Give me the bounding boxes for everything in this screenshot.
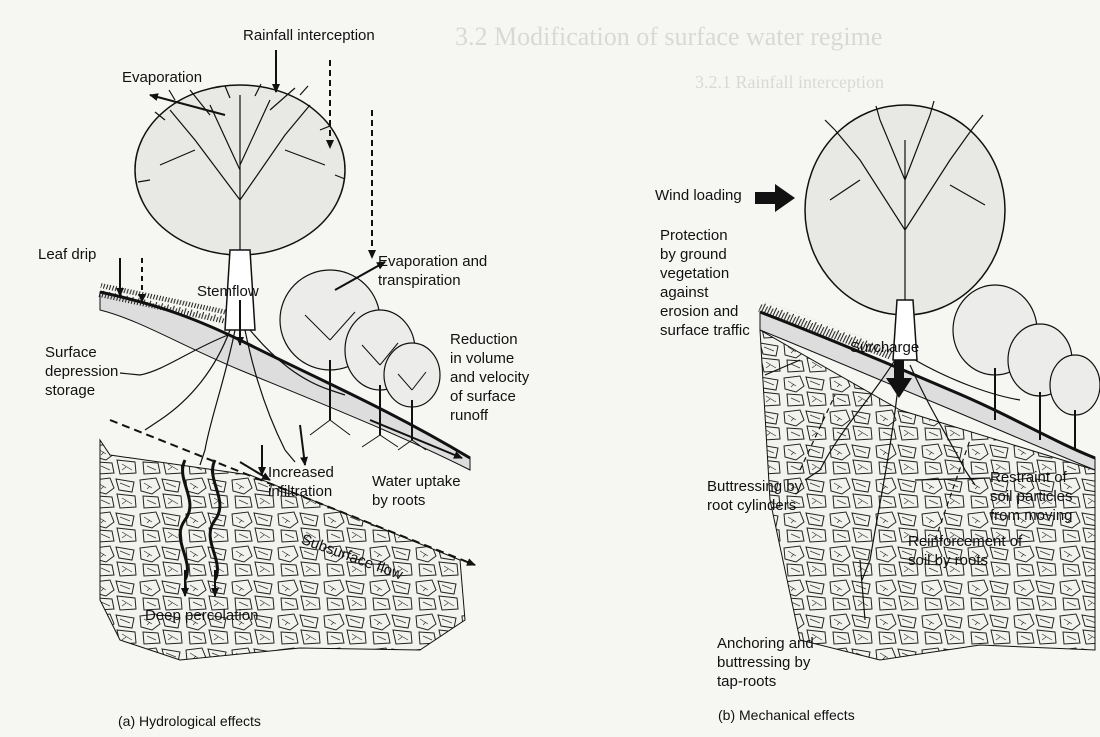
label-wind-loading: Wind loading xyxy=(655,186,742,205)
wind-loading-arrow xyxy=(755,184,795,212)
infiltration-arrow-2 xyxy=(300,425,305,465)
caption-hydrological: (a) Hydrological effects xyxy=(118,712,261,731)
label-stemflow: Stemflow xyxy=(197,282,259,301)
label-anchoring-tap-roots: Anchoring and buttressing by tap-roots xyxy=(717,634,814,691)
label-evaporation: Evaporation xyxy=(122,68,202,87)
mechanical-panel xyxy=(755,101,1100,660)
label-evaporation-transpiration: Evaporation and transpiration xyxy=(378,252,487,290)
label-surcharge: Surcharge xyxy=(850,338,919,357)
label-rainfall-interception: Rainfall interception xyxy=(243,26,375,45)
label-water-uptake: Water uptake by roots xyxy=(372,472,461,510)
small-trees-a xyxy=(280,270,440,450)
label-deep-percolation: Deep percolation xyxy=(145,606,258,625)
label-leaf-drip: Leaf drip xyxy=(38,245,96,264)
hydrological-panel xyxy=(99,50,475,660)
label-protection: Protection by ground vegetation against … xyxy=(660,226,750,340)
label-increased-infiltration: Increased infiltration xyxy=(268,463,334,501)
label-restraint-soil-particles: Restraint of soil particles from moving xyxy=(990,468,1073,525)
caption-mechanical: (b) Mechanical effects xyxy=(718,706,855,725)
label-buttressing-root-cylinders: Buttressing by root cylinders xyxy=(707,477,802,515)
label-reduction-runoff: Reduction in volume and velocity of surf… xyxy=(450,330,529,425)
label-surface-depression-storage: Surface depression storage xyxy=(45,343,118,400)
label-reinforcement-soil: Reinforcement of soil by roots xyxy=(908,532,1022,570)
